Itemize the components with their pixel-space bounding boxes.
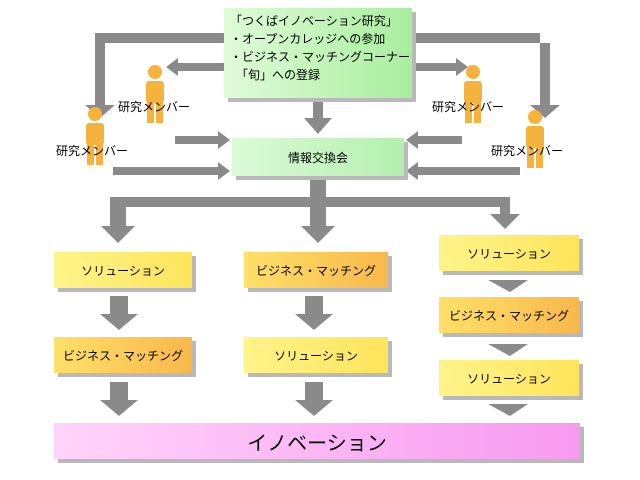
person-icon	[464, 65, 482, 123]
arrow-col1-to-result	[100, 382, 138, 416]
col3-step2-box: ビジネス・マッチング	[439, 297, 579, 333]
arrow-title-to-hub	[304, 100, 332, 134]
arrow-hub-split	[101, 179, 520, 243]
col1-step1-box: ソリューション	[54, 252, 192, 288]
arrow-col2-step1	[295, 296, 333, 330]
member-label: 研究メンバー	[491, 144, 564, 158]
member-label: 研究メンバー	[432, 100, 505, 114]
source-item: 「旬」への登録	[236, 68, 321, 82]
arrow-lower-right-member-to-hub	[406, 162, 520, 180]
arrow-col1-step1	[100, 296, 138, 330]
arrow-col3-to-result	[488, 404, 528, 416]
person-icon	[526, 110, 544, 168]
source-item: ・ビジネス・マッチングコーナー	[230, 50, 411, 64]
col1-step2-box: ビジネス・マッチング	[54, 337, 192, 373]
person-icon	[86, 107, 104, 165]
col3-step3-box: ソリューション	[439, 360, 579, 396]
arrow-title-to-upper-left-member	[166, 58, 224, 76]
member-label: 研究メンバー	[56, 144, 129, 158]
arrow-title-to-upper-right-member	[412, 58, 468, 76]
col3-step1-box: ソリューション	[439, 235, 579, 271]
arrow-lower-left-member-to-hub	[113, 162, 230, 180]
hub-box: 情報交換会	[232, 138, 404, 176]
arrow-col2-to-result	[295, 382, 333, 416]
arrow-title-to-right-member	[412, 33, 560, 118]
col2-step1-box: ビジネス・マッチング	[244, 252, 388, 288]
member-label: 研究メンバー	[118, 100, 191, 114]
member-figures	[86, 65, 544, 168]
arrow-col3-step2	[488, 344, 528, 356]
person-icon	[146, 65, 164, 123]
arrow-upper-left-member-to-hub	[175, 131, 230, 149]
arrow-col3-step1	[488, 280, 528, 292]
col2-step2-box: ソリューション	[244, 337, 388, 373]
arrow-upper-right-member-to-hub	[406, 131, 462, 149]
source-box: 「つくばイノベーション研究」 ・オープンカレッジへの参加 ・ビジネス・マッチング…	[224, 8, 412, 98]
result-box: イノベーション	[54, 423, 580, 459]
source-item: ・オープンカレッジへの参加	[230, 32, 386, 46]
source-title: 「つくばイノベーション研究」	[230, 14, 398, 28]
